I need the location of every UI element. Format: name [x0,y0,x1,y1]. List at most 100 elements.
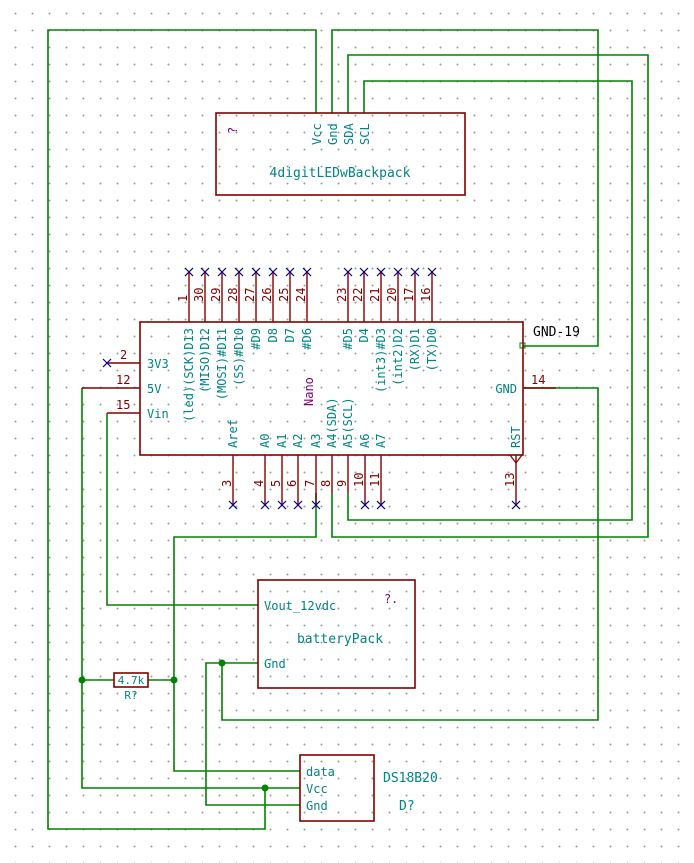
nano-pin-num-8: 8 [319,480,333,487]
nano-pin-a3: A3 [309,434,323,448]
nano-pin-a4-sda-: A4(SDA) [325,397,339,448]
junction-dot [170,676,178,684]
wire-vcc-loop [47,29,317,830]
nano-pin-num-4: 4 [252,480,266,487]
nano-pin-d8: D8 [266,328,280,342]
nano-pin-num-14: 14 [531,373,545,387]
led-backpack[interactable]: ? Vcc Gnd SDA SCL 4digitLEDwBackpack [215,112,466,196]
nano-pin--int3-d3: (int3)#D3 [374,328,388,393]
battery-pack[interactable]: Vout_12vdc Gnd batteryPack ? . [257,579,416,689]
battery-pack-ref: ? [384,592,391,606]
nano-pin--miso-d12: (MISO)D12 [198,328,212,393]
led-backpack-ref: ? [226,127,240,134]
sensor-pin-data: data [306,765,335,779]
nano-pin-num-10: 10 [352,473,366,487]
nano-top-pins: 1(led)(SCK)D1330(MISO)D1229(MOSI)#D1128(… [176,267,439,422]
wire-sda [331,54,649,538]
nano-pin-num-12: 12 [116,373,130,387]
wire-data [173,493,317,772]
sensor-pin-gnd: Gnd [306,799,328,813]
resistor-value: 4.7k [118,674,145,687]
resistor-ref: R? [124,689,137,702]
wire-vin [106,413,258,606]
resistor-body [113,672,149,688]
nano-pin-d4: D4 [357,328,371,342]
nano-pin-d7: D7 [283,328,297,342]
junction-dot [261,784,269,792]
nano-pin-a1: A1 [275,434,289,448]
nano-pin-num-21: 21 [368,288,382,302]
battery-pack-name: batteryPack [297,632,383,647]
nano-pin-a7: A7 [374,434,388,448]
battery-pin-vout: Vout_12vdc [264,599,336,613]
nano-pin-num-13: 13 [503,473,517,487]
nano-pin-5v: 5V [147,382,161,396]
sensor-pin-vcc: Vcc [306,782,328,796]
wire-nano-gnd [221,387,599,721]
gnd-19-net-label: GND-19 [533,325,580,340]
nano-pin-num-3: 3 [220,480,234,487]
resistor[interactable]: 4.7k R? [113,672,149,702]
nano-pin-num-1: 1 [176,295,190,302]
wire-battery-gnd [205,662,300,806]
nano-pin--tx-d0: (TX)D0 [425,328,439,371]
nano-pin--int2-d2: (int2)D2 [391,328,405,386]
led-pin-scl: SCL [358,123,372,145]
nano-pin-num-27: 27 [243,288,257,302]
nano-pin-rst: RST [509,426,523,448]
nano-pin-3v3: 3V3 [147,357,169,371]
junction-dot [78,676,86,684]
nano-pin-vin: Vin [147,407,169,421]
nano-pin-num-20: 20 [385,288,399,302]
svg-text:.: . [391,592,398,606]
nano-pin--d5: #D5 [341,328,355,350]
led-pin-gnd: Gnd [326,123,340,145]
nano-pin-a6: A6 [358,434,372,448]
nano-pin-num-9: 9 [335,480,349,487]
nano-pin-num-16: 16 [419,288,433,302]
nano-pin-num-11: 11 [368,473,382,487]
nano-pin--d6: #D6 [300,328,314,350]
nano-name: Nano [302,377,316,406]
nano-pin-num-6: 6 [285,480,299,487]
sensor-ref: D? [399,799,415,814]
nano-pin--ss-d10: (SS)#D10 [232,328,246,386]
nano-pin-num-5: 5 [269,480,283,487]
led-pin-sda: SDA [342,123,356,145]
nano-pin-aref: Aref [226,419,240,448]
nano-pin--led-sck-d13: (led)(SCK)D13 [182,328,196,422]
ds18b20-sensor[interactable]: data Vcc Gnd DS18B20 D? [299,754,438,822]
nano-right-pins: 14 GND [495,373,556,396]
nano-pin-num-17: 17 [402,288,416,302]
nano-pin-num-2: 2 [120,348,127,362]
nano-module[interactable]: 1 (led)(SCK)D13 30 (MISO)D12 29 (MOSI)#D11 2 8 (… [82,267,580,510]
nano-pin-a2: A2 [291,434,305,448]
battery-pin-gnd: Gnd [264,657,286,671]
nano-pin-num-29: 29 [209,288,223,302]
nano-pin--mosi-d11: (MOSI)#D11 [215,328,229,400]
sensor-name: DS18B20 [383,771,438,786]
nano-pin-num-30: 30 [192,288,206,302]
nano-pin-num-7: 7 [303,480,317,487]
nano-pin-num-24: 24 [294,288,308,302]
nano-pin-a0: A0 [258,434,272,448]
nano-pin-num-25: 25 [277,288,291,302]
led-backpack-body [215,112,466,196]
wire-5v [81,388,300,789]
wire-led-gnd [331,29,599,347]
nano-pin-num-26: 26 [260,288,274,302]
nano-pin--rx-d1: (RX)D1 [408,328,422,371]
junction-dot [218,659,226,667]
nano-left-pins: 2 12 15 3V3 5V Vin [82,348,169,421]
sensor-body [299,754,375,822]
led-pin-vcc: Vcc [310,123,324,145]
nano-pin-num-23: 23 [335,288,349,302]
nano-pin-num-22: 22 [351,288,365,302]
led-backpack-name: 4digitLEDwBackpack [270,166,411,181]
junctions [78,342,526,792]
nano-pin-num-15: 15 [116,398,130,412]
battery-pack-body [257,579,416,689]
nano-bottom-pins: 3Aref4A05A16A27A38A4(SDA)9A5(SCL)10A611A… [220,397,523,510]
wires [47,29,649,830]
